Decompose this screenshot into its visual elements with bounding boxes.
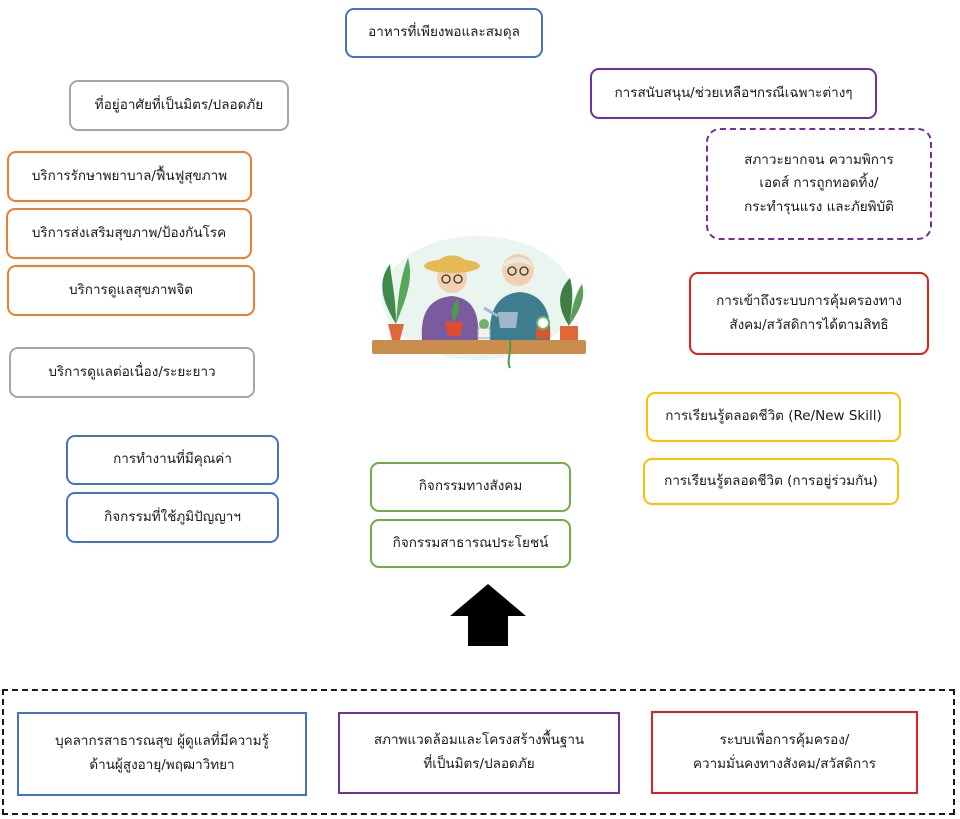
- node-special-cases: สภาวะยากจน ความพิการ เอดส์ การถูกทอดทิ้ง…: [706, 128, 932, 240]
- pot-icon: [536, 328, 550, 339]
- vine-icon: [507, 339, 512, 369]
- node-public-activity: กิจกรรมสาธารณประโยชน์: [370, 519, 571, 568]
- flower-icon: [536, 316, 550, 330]
- foundation-security-label: ระบบเพื่อการคุ้มครอง/ ความมั่นคงทางสังคม…: [692, 731, 877, 772]
- glasses-icon: [507, 266, 517, 276]
- foundation-personnel-label: บุคลากรสาธารณสุข ผู้ดูแลที่มีความรู้ ด้า…: [55, 733, 269, 773]
- node-protection-access-label: การเข้าถึงระบบการคุ้มครองทาง สังคม/สวัสด…: [716, 292, 902, 333]
- node-support: การสนับสนุน/ช่วยเหลือฯกรณีเฉพาะต่างๆ: [590, 68, 877, 119]
- node-promotion-service-label: บริการส่งเสริมสุขภาพ/ป้องกันโรค: [31, 224, 227, 241]
- node-care-service-label: บริการรักษาพยาบาล/ฟื้นฟูสุขภาพ: [31, 167, 228, 184]
- node-protection-access: การเข้าถึงระบบการคุ้มครองทาง สังคม/สวัสด…: [689, 272, 929, 355]
- node-food-label: อาหารที่เพียงพอและสมดุล: [368, 24, 520, 41]
- node-support-label: การสนับสนุน/ช่วยเหลือฯกรณีเฉพาะต่างๆ: [614, 84, 853, 101]
- glasses-icon: [441, 274, 451, 284]
- node-special-cases-label: สภาวะยากจน ความพิการ เอดส์ การถูกทอดทิ้ง…: [744, 151, 894, 215]
- up-arrow-icon: [450, 584, 526, 646]
- node-promotion-service: บริการส่งเสริมสุขภาพ/ป้องกันโรค: [6, 208, 252, 259]
- watering-can-icon: [498, 312, 518, 328]
- pot-icon: [477, 327, 491, 339]
- node-housing-label: ที่อยู่อาศัยที่เป็นมิตร/ปลอดภัย: [94, 96, 264, 113]
- up-arrow-shape: [450, 584, 526, 646]
- node-public-activity-label: กิจกรรมสาธารณประโยชน์: [392, 534, 549, 551]
- pot-icon: [388, 324, 404, 340]
- hat-top: [436, 255, 468, 266]
- node-valuable-work: การทำงานที่มีคุณค่า: [66, 435, 279, 485]
- glasses-lens: [453, 274, 463, 284]
- node-social-activity-label: กิจกรรมทางสังคม: [418, 478, 523, 495]
- table-icon: [372, 340, 586, 354]
- node-mental-service: บริการดูแลสุขภาพจิต: [7, 265, 255, 316]
- foundation-security: ระบบเพื่อการคุ้มครอง/ ความมั่นคงทางสังคม…: [651, 711, 918, 794]
- node-housing: ที่อยู่อาศัยที่เป็นมิตร/ปลอดภัย: [69, 80, 289, 131]
- leaf-icon: [569, 284, 584, 326]
- leaf-icon: [396, 258, 411, 324]
- node-mental-service-label: บริการดูแลสุขภาพจิต: [68, 281, 194, 298]
- node-ltc-service-label: บริการดูแลต่อเนื่อง/ระยะยาว: [48, 363, 216, 380]
- node-lifelong-reskill: การเรียนรู้ตลอดชีวิต (Re/New Skill): [646, 392, 901, 442]
- node-lifelong-together-label: การเรียนรู้ตลอดชีวิต (การอยู่ร่วมกัน): [664, 472, 878, 489]
- foundation-environment-label: สภาพแวดล้อมและโครงสร้างพื้นฐาน ที่เป็นมิ…: [373, 732, 585, 772]
- leaf-icon: [560, 278, 573, 326]
- node-lifelong-reskill-label: การเรียนรู้ตลอดชีวิต (Re/New Skill): [665, 408, 882, 425]
- watering-can-spout: [483, 306, 499, 318]
- node-wisdom-activity: กิจกรรมที่ใช้ภูมิปัญญาฯ: [66, 492, 279, 543]
- leaf-icon: [382, 264, 396, 324]
- pot-icon: [560, 326, 578, 340]
- pot-icon: [445, 322, 463, 336]
- succulent-icon: [479, 319, 489, 329]
- node-valuable-work-label: การทำงานที่มีคุณค่า: [113, 451, 232, 468]
- node-ltc-service: บริการดูแลต่อเนื่อง/ระยะยาว: [9, 347, 255, 398]
- woman-body: [421, 296, 479, 340]
- node-wisdom-activity-label: กิจกรรมที่ใช้ภูมิปัญญาฯ: [104, 508, 241, 525]
- foundation-frame: [2, 689, 955, 815]
- elderly-couple-gardening-illustration: [372, 236, 586, 369]
- glasses-lens: [519, 266, 529, 276]
- node-lifelong-together: การเรียนรู้ตลอดชีวิต (การอยู่ร่วมกัน): [643, 458, 899, 505]
- sprout-icon: [451, 300, 459, 322]
- node-care-service: บริการรักษาพยาบาล/ฟื้นฟูสุขภาพ: [7, 151, 252, 202]
- foundation-environment: สภาพแวดล้อมและโครงสร้างพื้นฐาน ที่เป็นมิ…: [338, 712, 620, 794]
- node-social-activity: กิจกรรมทางสังคม: [370, 462, 571, 512]
- foundation-personnel: บุคลากรสาธารณสุข ผู้ดูแลที่มีความรู้ ด้า…: [17, 712, 307, 796]
- node-food: อาหารที่เพียงพอและสมดุล: [345, 8, 543, 58]
- hair-icon: [503, 257, 533, 268]
